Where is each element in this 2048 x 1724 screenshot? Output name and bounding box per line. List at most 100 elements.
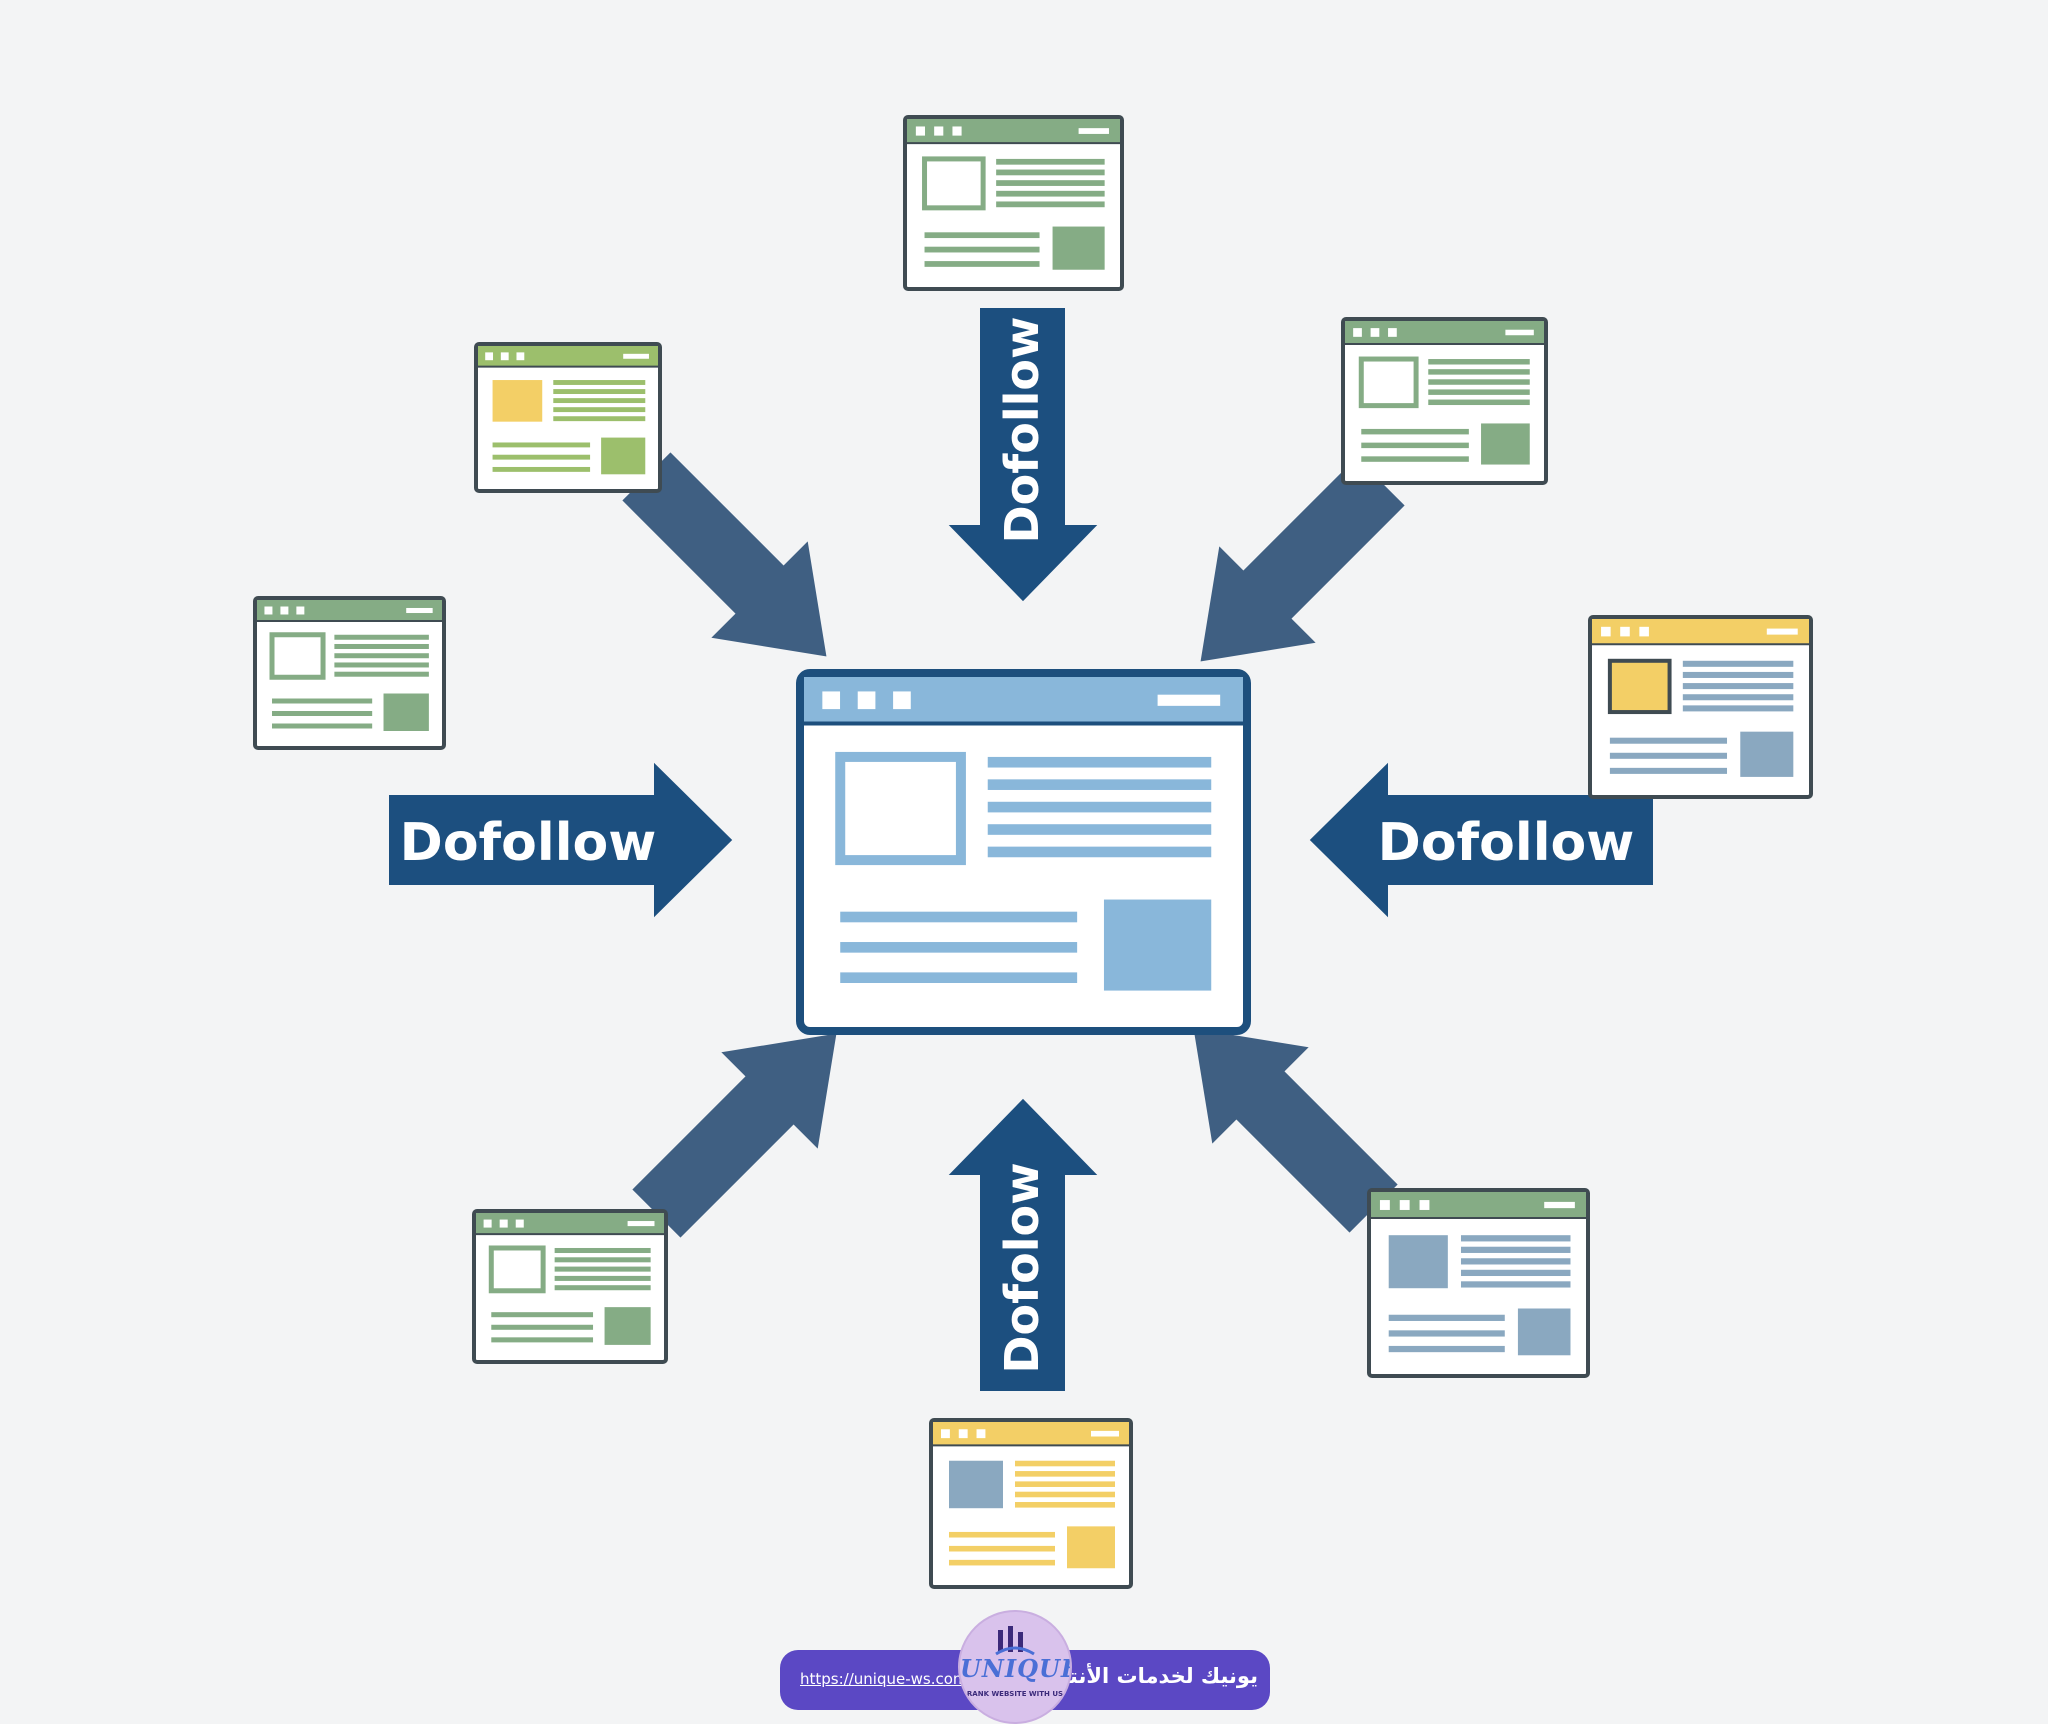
source-page-bottom-right-text-line	[1460, 1281, 1571, 1288]
source-page-top-right-text-line	[1428, 379, 1530, 385]
source-page-bottom-window-dot-icon	[941, 1429, 950, 1439]
source-page-bottom-left-content-box	[604, 1307, 651, 1345]
source-page-bottom-left-window-dot-icon	[483, 1219, 492, 1228]
target-page-window-dot-icon	[857, 691, 876, 710]
source-page-left-window-dot-icon	[296, 606, 305, 615]
source-page-top-text-line	[996, 169, 1105, 176]
source-page-top	[903, 115, 1124, 291]
source-page-bottom-content-box	[1067, 1526, 1115, 1569]
source-page-bottom-right-text-line	[1460, 1235, 1571, 1242]
source-page-bottom-text-line	[1015, 1502, 1115, 1508]
footer-logo: UNIQUE RANK WEBSITE WITH US	[958, 1610, 1072, 1724]
arrows-group: Dofollow Dofolow Dofollow Dofollow	[385, 304, 1657, 1395]
source-page-bottom-left-header-pill	[627, 1221, 655, 1227]
source-page-right-bottom-text-line	[1609, 767, 1728, 774]
arrow-bottom-right	[1188, 1023, 1404, 1239]
source-page-top-right-text-line	[1428, 399, 1530, 406]
arrow-top-right-shape	[1195, 451, 1411, 667]
arrow-bottom-left	[626, 1028, 842, 1244]
source-page-top-bottom-text-line	[924, 261, 1040, 267]
source-page-bottom-text-line	[1015, 1491, 1115, 1498]
arrow-right-label: Dofollow	[1378, 813, 1635, 873]
source-page-left-content-box	[383, 693, 429, 731]
source-page-bottom-right-bottom-text-line	[1388, 1314, 1505, 1321]
source-page-right-window-dot-icon	[1639, 626, 1649, 637]
source-page-bottom-right-window-dot-icon	[1379, 1200, 1390, 1210]
target-page-bottom-text-line	[840, 911, 1078, 923]
source-page-top-text-line	[996, 180, 1105, 186]
target-page-image-icon	[835, 751, 966, 866]
footer-url-link[interactable]: https://unique-ws.com	[800, 1670, 968, 1688]
source-page-right-bottom-text-line	[1609, 737, 1728, 744]
arrow-top-right	[1195, 451, 1411, 667]
source-page-top-right-window-dot-icon	[1353, 328, 1362, 337]
source-page-bottom-left-window-dot-icon	[499, 1219, 508, 1228]
source-page-bottom-window-dot-icon	[976, 1429, 986, 1439]
source-page-bottom-left-text-line	[554, 1257, 651, 1263]
source-page-bottom	[929, 1418, 1133, 1589]
source-page-top-left-window-dot-icon	[485, 352, 494, 361]
source-page-top-right-window-dot-icon	[1388, 328, 1397, 337]
source-page-left-bottom-text-line	[272, 711, 373, 716]
source-page-top-right-header-pill	[1505, 329, 1534, 336]
source-page-right-bottom-text-line	[1609, 752, 1728, 759]
target-page-bottom-text-line	[840, 972, 1078, 983]
source-page-bottom-header-pill	[1091, 1430, 1119, 1437]
source-page-top-right-bottom-text-line	[1361, 442, 1469, 449]
source-page-bottom-left-text-line	[554, 1247, 651, 1254]
source-page-bottom-right-window-dot-icon	[1399, 1200, 1410, 1210]
source-page-top-left-text-line	[553, 416, 646, 422]
source-page-left-header-pill	[406, 607, 433, 614]
source-page-top-bottom-text-line	[924, 246, 1040, 253]
source-page-top-left-bottom-text-line	[492, 442, 591, 448]
source-page-bottom-bottom-text-line	[949, 1531, 1055, 1538]
source-page-top-right-text-line	[1428, 359, 1530, 365]
source-page-right-text-line	[1682, 660, 1794, 667]
logo-word: UNIQUE	[960, 1654, 1072, 1683]
source-page-bottom-left	[472, 1209, 668, 1364]
target-page-text-line	[987, 846, 1212, 858]
source-page-right-text-line	[1682, 671, 1794, 678]
source-page-top-window-dot-icon	[952, 126, 962, 136]
arrow-top: Dofollow	[939, 304, 1107, 607]
source-page-right-content-box	[1740, 731, 1794, 777]
source-page-bottom-right-content-box	[1517, 1308, 1571, 1356]
arrow-bottom: Dofolow	[939, 1093, 1107, 1395]
source-page-top-left-bottom-text-line	[492, 454, 591, 460]
source-page-bottom-left-bottom-text-line	[491, 1337, 594, 1343]
source-page-top-image-icon	[922, 156, 986, 211]
source-page-bottom-right-image-icon	[1388, 1235, 1448, 1289]
source-page-top-right-content-box	[1481, 423, 1530, 465]
source-page-top-left-window-dot-icon	[516, 352, 525, 361]
arrow-top-label: Dofollow	[995, 316, 1049, 543]
source-page-bottom-text-line	[1015, 1471, 1115, 1477]
source-page-bottom-left-bottom-text-line	[491, 1312, 594, 1318]
source-page-right	[1588, 615, 1813, 799]
source-page-bottom-left-window-dot-icon	[515, 1219, 524, 1228]
source-page-bottom-left-text-line	[554, 1266, 651, 1272]
source-page-top-header-pill	[1078, 128, 1109, 134]
source-page-bottom-right-text-line	[1460, 1246, 1571, 1253]
target-page-bottom-text-line	[840, 942, 1078, 953]
source-page-left-text-line	[334, 662, 429, 668]
source-page-left-window-dot-icon	[280, 606, 289, 615]
source-page-right-window-dot-icon	[1601, 626, 1611, 637]
target-page-content-box	[1103, 899, 1212, 991]
source-page-bottom-right-text-line	[1460, 1269, 1571, 1277]
source-page-top-right-bottom-text-line	[1361, 428, 1469, 435]
source-page-bottom-left-text-line	[554, 1275, 651, 1281]
source-page-right-image-icon	[1607, 658, 1672, 715]
target-page-text-line	[987, 824, 1212, 835]
source-page-right-window-dot-icon	[1620, 626, 1630, 637]
source-page-left-window-dot-icon	[264, 606, 273, 615]
source-page-bottom-text-line	[1015, 1460, 1115, 1467]
source-page-top-left	[474, 342, 662, 493]
arrow-top-shape	[939, 304, 1107, 607]
source-page-bottom-right-bottom-text-line	[1388, 1345, 1505, 1353]
source-page-top-left-text-line	[553, 380, 646, 385]
source-page-top-left-text-line	[553, 398, 646, 404]
source-page-bottom-header-bar	[933, 1422, 1129, 1446]
source-page-left	[253, 596, 446, 750]
arrow-left-shape	[385, 753, 738, 927]
